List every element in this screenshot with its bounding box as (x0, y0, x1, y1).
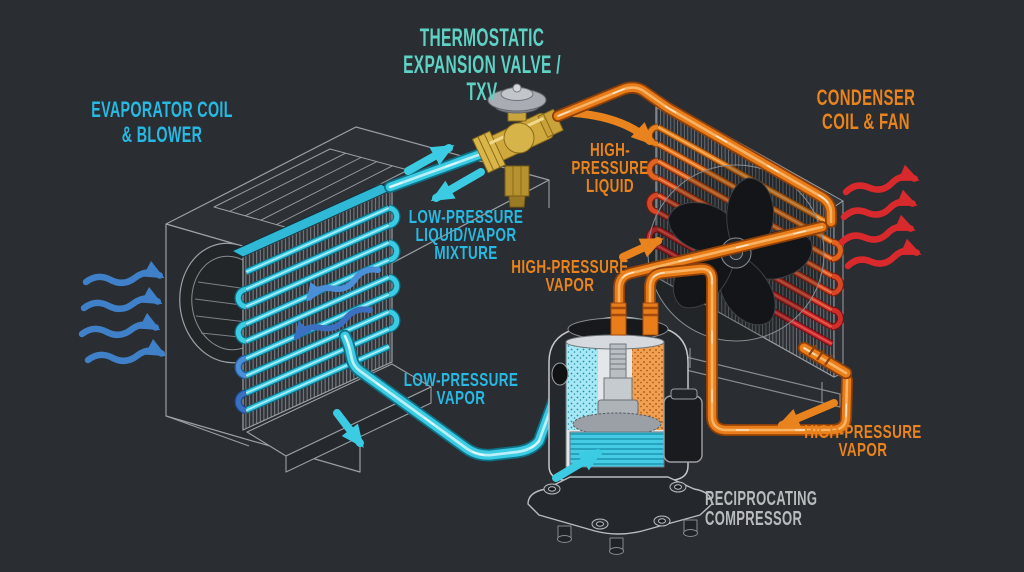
discharge-tube-right (642, 302, 659, 336)
terminal-box-cap (670, 388, 698, 400)
cold-air-inflow-arrows (78, 260, 167, 365)
vent-slats (229, 152, 393, 226)
label-compressor: RECIPROCATING COMPRESSOR (705, 488, 818, 530)
compressor-cylinder (603, 377, 633, 401)
blower-slats (194, 281, 266, 340)
txv-hex-facets (477, 113, 554, 171)
flow-direction-arrows (333, 237, 838, 482)
condenser-bottom-fitting (797, 341, 853, 380)
shaft-ribs (610, 348, 626, 370)
liquid-flow-curved-arrow (570, 109, 655, 146)
hot-air-outflow-arrows (838, 164, 922, 270)
txv-stem-hex (504, 165, 530, 197)
discharge-tube-right-bands (643, 306, 658, 317)
pipes-compressor-to-condenser (613, 221, 853, 436)
evaporator-unit (165, 126, 550, 473)
label-high-pressure-vapor-right: HIGH-PRESSURE VAPOR (804, 422, 922, 460)
label-condenser: CONDENSER COIL & FAN (816, 85, 916, 134)
txv-valve (472, 83, 564, 208)
label-high-pressure-liquid: HIGH- PRESSURE LIQUID (571, 140, 649, 196)
label-txv-title: THERMOSTATIC EXPANSION VALVE / TXV (403, 24, 561, 106)
discharge-tube-left (610, 302, 627, 336)
txv-stem-facets (512, 166, 522, 196)
compressor-unit (527, 302, 713, 555)
cutaway-discharge-region (632, 342, 664, 430)
label-low-pressure-mixture: LOW-PRESSURE LIQUID/VAPOR MIXTURE (408, 207, 524, 263)
evaporator-coil-top-strip (231, 183, 393, 258)
base-feet (557, 519, 698, 555)
label-high-pressure-vapor-center: HIGH-PRESSURE VAPOR (511, 257, 629, 295)
coil-refrigerant-wavy-arrows (293, 266, 381, 341)
txv-body-boss (503, 122, 535, 154)
txv-dome-knob (512, 83, 522, 93)
terminal-box (663, 395, 703, 463)
discharge-tube-left-bands (611, 306, 626, 317)
cabinet-bottom-edge (165, 415, 250, 447)
label-evaporator: EVAPORATOR COIL & BLOWER (91, 97, 233, 147)
pipe-txv-to-condenser (552, 81, 837, 228)
mixture-flow-arrows (404, 144, 485, 202)
base-bolt-ears (543, 481, 687, 530)
suction-inlet-fitting (551, 362, 569, 386)
pipe-txv-to-evaporator (384, 144, 498, 193)
cutaway-suction-region (566, 342, 598, 430)
label-low-pressure-vapor: LOW-PRESSURE VAPOR (403, 370, 519, 408)
txv-stem-tip (508, 195, 526, 208)
